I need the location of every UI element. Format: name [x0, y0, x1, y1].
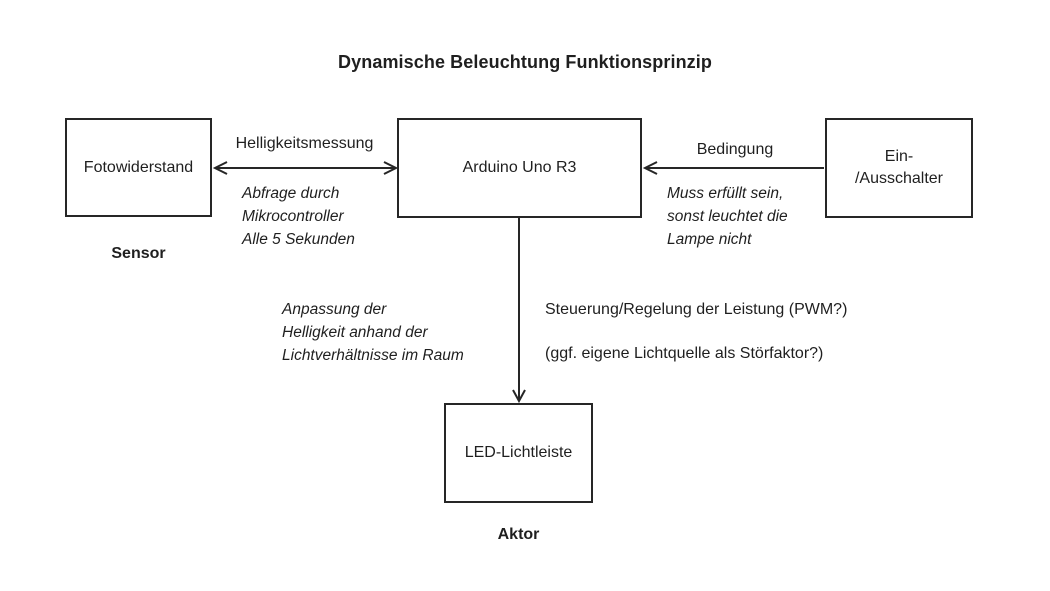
edge-note-abfrage: Abfrage durch Mikrocontroller Alle 5 Sek…: [242, 185, 355, 248]
arrowhead-right-icon: [383, 161, 399, 175]
diagram-title: Dynamische Beleuchtung Funktionsprinzip: [338, 52, 712, 72]
edge-note-stoerfaktor: (ggf. eigene Lichtquelle als Störfaktor?…: [545, 345, 824, 362]
edge-note-muss-erfuellt: Muss erfüllt sein, sonst leuchtet die La…: [667, 185, 788, 248]
node-fotowiderstand: Fotowiderstand: [65, 118, 212, 217]
edge-label-helligkeitsmessung: Helligkeitsmessung: [235, 135, 374, 152]
arrowhead-down-icon: [512, 389, 526, 404]
arrowhead-left-icon: [212, 161, 228, 175]
node-led-lichtleiste: LED-Lichtleiste: [444, 403, 593, 503]
edge-label-bedingung: Bedingung: [696, 141, 774, 158]
node-ein-ausschalter: Ein- /Ausschalter: [825, 118, 973, 218]
node-arduino: Arduino Uno R3: [397, 118, 642, 218]
arrowhead-bedingung-icon: [642, 161, 658, 175]
edge-note-anpassung: Anpassung der Helligkeit anhand der Lich…: [282, 301, 464, 364]
edge-note-steuerung-pwm: Steuerung/Regelung der Leistung (PWM?): [545, 301, 848, 318]
caption-aktor: Aktor: [497, 526, 540, 543]
caption-sensor: Sensor: [111, 245, 166, 262]
